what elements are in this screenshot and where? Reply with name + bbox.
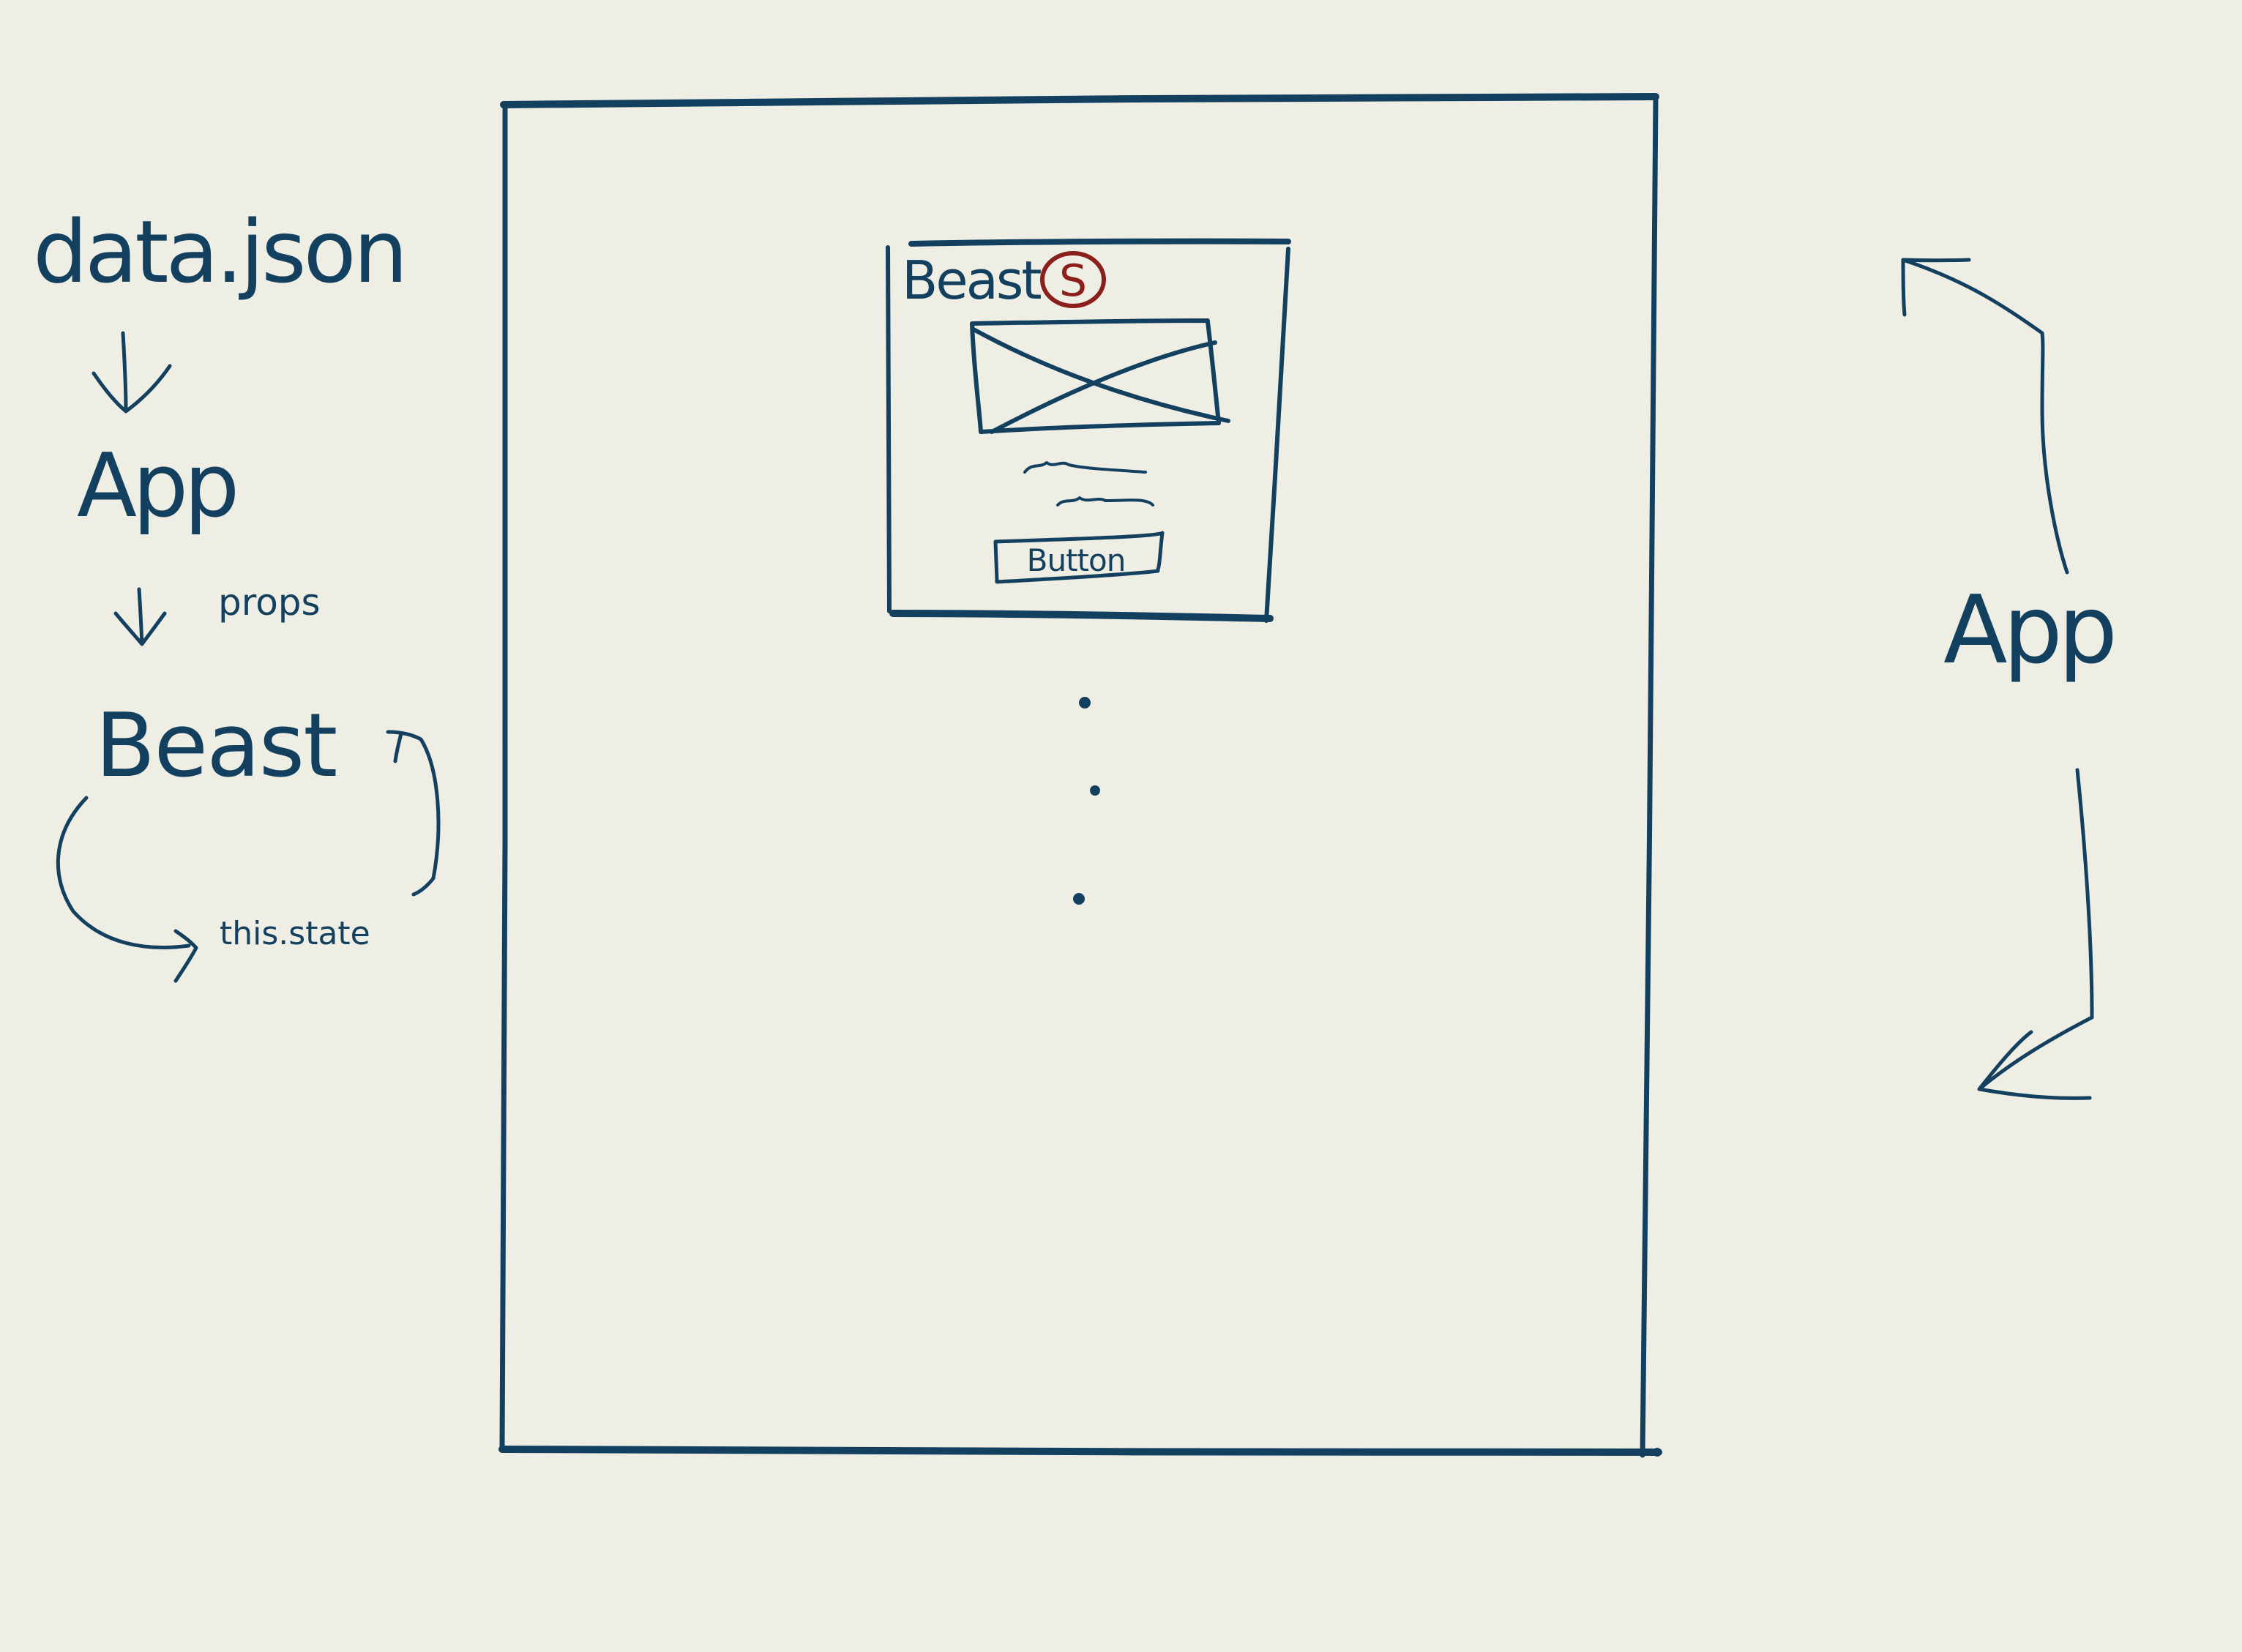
arrow-down-icon — [91, 331, 172, 414]
app-scope-bracket: App — [1901, 258, 2118, 1100]
page-frame — [498, 93, 1662, 1458]
this-state-label: this.state — [220, 915, 370, 952]
state-loop-arrow — [56, 730, 441, 983]
button-label: Button — [1027, 542, 1126, 578]
app-flow-label: App — [77, 436, 235, 537]
text-squiggle — [1056, 496, 1154, 507]
card-button[interactable]: Button — [993, 531, 1165, 584]
data-flow-diagram: data.json App props Beast this.state — [33, 201, 441, 983]
badge-label: S — [1059, 255, 1087, 307]
data-json-label: data.json — [33, 201, 406, 302]
status-badge: S — [1040, 251, 1106, 308]
app-side-label: App — [1943, 576, 2113, 685]
arrow-down-icon — [1977, 768, 2094, 1100]
beast-flow-label: Beast — [95, 695, 336, 797]
image-placeholder — [970, 318, 1230, 434]
beast-card: Beast S Button — [886, 238, 1291, 623]
text-squiggle — [1023, 461, 1147, 474]
props-label: props — [218, 581, 321, 624]
more-items-ellipsis — [1073, 697, 1100, 905]
arrow-down-icon — [113, 587, 167, 646]
arrow-up-icon — [1901, 258, 2069, 575]
card-title: Beast — [902, 250, 1041, 311]
